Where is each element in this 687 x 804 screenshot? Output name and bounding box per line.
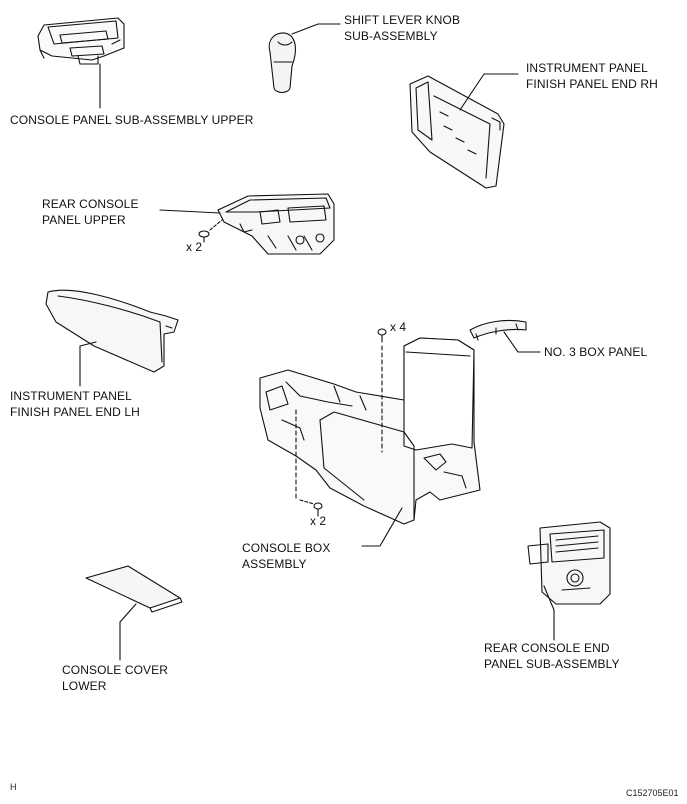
label-ip-finish-lh: INSTRUMENT PANEL FINISH PANEL END LH (10, 389, 140, 419)
label-ip-finish-rh: INSTRUMENT PANEL FINISH PANEL END RH (526, 61, 658, 91)
ip-finish-lh-part (45, 289, 179, 373)
screw-rear-console (198, 219, 223, 243)
qty-console-box-top-screws: x 4 (390, 320, 407, 334)
shift-knob-part (268, 32, 297, 94)
label-shift-knob: SHIFT LEVER KNOB SUB-ASSEMBLY (344, 13, 461, 43)
leader-console-box (361, 507, 403, 547)
leader-ip-finish-lh (79, 341, 97, 387)
leader-console-cover-lower (119, 603, 137, 661)
label-rear-console-end: REAR CONSOLE END PANEL SUB-ASSEMBLY (484, 641, 620, 671)
label-console-box: CONSOLE BOX ASSEMBLY (242, 541, 331, 571)
rear-console-end-part (527, 521, 611, 605)
label-console-panel-upper: CONSOLE PANEL SUB-ASSEMBLY UPPER (10, 113, 254, 127)
corner-mark-right: C152705E01 (626, 788, 679, 798)
corner-mark-left: H (10, 782, 17, 792)
rear-console-upper-part (217, 193, 335, 255)
no3-box-panel-part (469, 319, 527, 341)
qty-console-box-bottom-screws: x 2 (310, 514, 327, 528)
screw-console-box-bottom (295, 409, 323, 517)
label-no3-box-panel: NO. 3 BOX PANEL (544, 345, 648, 359)
label-rear-console-upper: REAR CONSOLE PANEL UPPER (42, 197, 139, 227)
console-panel-upper-part (37, 17, 125, 65)
ip-finish-rh-part (409, 75, 505, 189)
leader-shift-knob (291, 23, 341, 35)
leader-ip-finish-rh (459, 73, 519, 111)
console-cover-lower-part (85, 565, 183, 613)
screw-console-box-top (377, 328, 387, 453)
qty-rear-console-screws: x 2 (186, 240, 203, 254)
leader-rear-console-upper (159, 209, 221, 214)
console-box-part (259, 337, 481, 525)
leader-rear-console-end (543, 585, 555, 641)
leader-no3-box-panel (503, 331, 541, 353)
label-console-cover-lower: CONSOLE COVER LOWER (62, 663, 168, 693)
